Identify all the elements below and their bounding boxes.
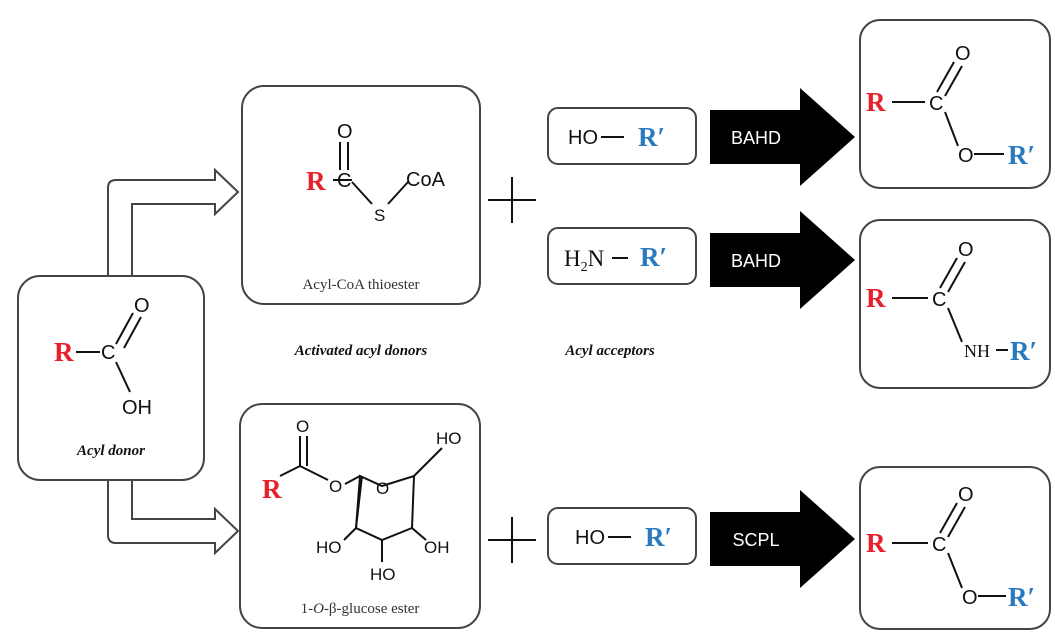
acceptor-alcohol-top: HO R′ [568,122,665,152]
svg-text:C: C [929,93,943,115]
thioester-coa: CoA [406,169,446,191]
svg-text:HO: HO [568,127,598,149]
thioester-caption: Acyl-CoA thioester [302,277,419,293]
thioester-box [241,85,481,305]
product-ester-bottom-box [859,466,1051,630]
acyl-donor-oxygen: O [134,295,150,317]
glucose-ester-r: R [262,474,282,504]
acceptor-amine-box [547,227,697,285]
enzyme-label-top: BAHD [731,128,781,148]
product-amide: R C O NH R′ [866,239,1037,366]
acyl-donor-caption: Acyl donor [76,443,145,459]
enzyme-arrow-top: BAHD [710,88,855,186]
acceptor-alcohol-bottom-rprime: R′ [645,522,672,552]
product-amide-rprime: R′ [1010,336,1037,366]
glucose-ester-carbonyl-o: O [296,417,309,436]
plus-sign-bottom [488,517,536,563]
glucose-ester-ho-left: HO [316,538,342,557]
svg-text:C: C [932,534,946,556]
enzyme-arrow-middle: BAHD [710,211,855,309]
glucose-ester-ring-o: O [376,479,389,498]
glucose-ester-structure: R O O O HO HO OH HO [262,417,462,584]
acyl-donor-carbon: C [101,342,115,364]
product-ester-top-box [859,19,1051,189]
svg-text:O: O [958,484,974,506]
product-ester-top: R C O O R′ [866,43,1035,170]
plus-sign-top [488,177,536,223]
product-ester-bottom: R C O O R′ [866,484,1035,612]
acyl-donor-box [17,275,205,481]
enzyme-arrow-bottom: SCPL [710,490,855,588]
acceptor-amine-rprime: R′ [640,242,667,272]
product-amide-r: R [866,283,886,313]
acceptors-label: Acyl acceptors [564,343,655,359]
acyl-donor-structure: R C O OH [54,295,152,419]
thioester-sulfur: S [374,206,385,225]
svg-text:C: C [932,289,946,311]
svg-text:HO: HO [575,527,605,549]
svg-text:O: O [958,145,974,167]
acceptor-alcohol-top-rprime: R′ [638,122,665,152]
glucose-ester-caption: 1-O-β-glucose ester [301,601,420,617]
product-ester-bottom-rprime: R′ [1008,582,1035,612]
glucose-ester-ho-top: HO [436,429,462,448]
thioester-carbon: C [337,170,351,192]
acceptor-amine: H2N R′ [564,242,667,275]
product-ester-top-rprime: R′ [1008,140,1035,170]
product-ester-top-r: R [866,87,886,117]
thioester-structure: R C O S CoA [306,121,446,225]
product-amide-box [859,219,1051,389]
lower-connector-arrow [107,479,240,556]
glucose-ester-oh-right: OH [424,538,450,557]
thioester-oxygen: O [337,121,353,143]
activated-donors-label: Activated acyl donors [294,343,428,359]
thioester-r: R [306,166,326,196]
enzyme-label-middle: BAHD [731,251,781,271]
svg-text:NH: NH [964,341,990,361]
acceptor-alcohol-bottom: HO R′ [575,522,672,552]
acyl-donor-hydroxyl: OH [122,397,152,419]
svg-text:O: O [958,239,974,261]
enzyme-label-bottom: SCPL [732,530,779,550]
glucose-ester-link-o: O [329,477,342,496]
acyl-donor-r: R [54,337,74,367]
svg-text:O: O [962,587,978,609]
svg-text:O: O [955,43,971,65]
upper-connector-arrow [107,167,240,277]
product-ester-bottom-r: R [866,528,886,558]
glucose-ester-ho-bottom: HO [370,565,396,584]
svg-text:H2N: H2N [564,246,605,275]
